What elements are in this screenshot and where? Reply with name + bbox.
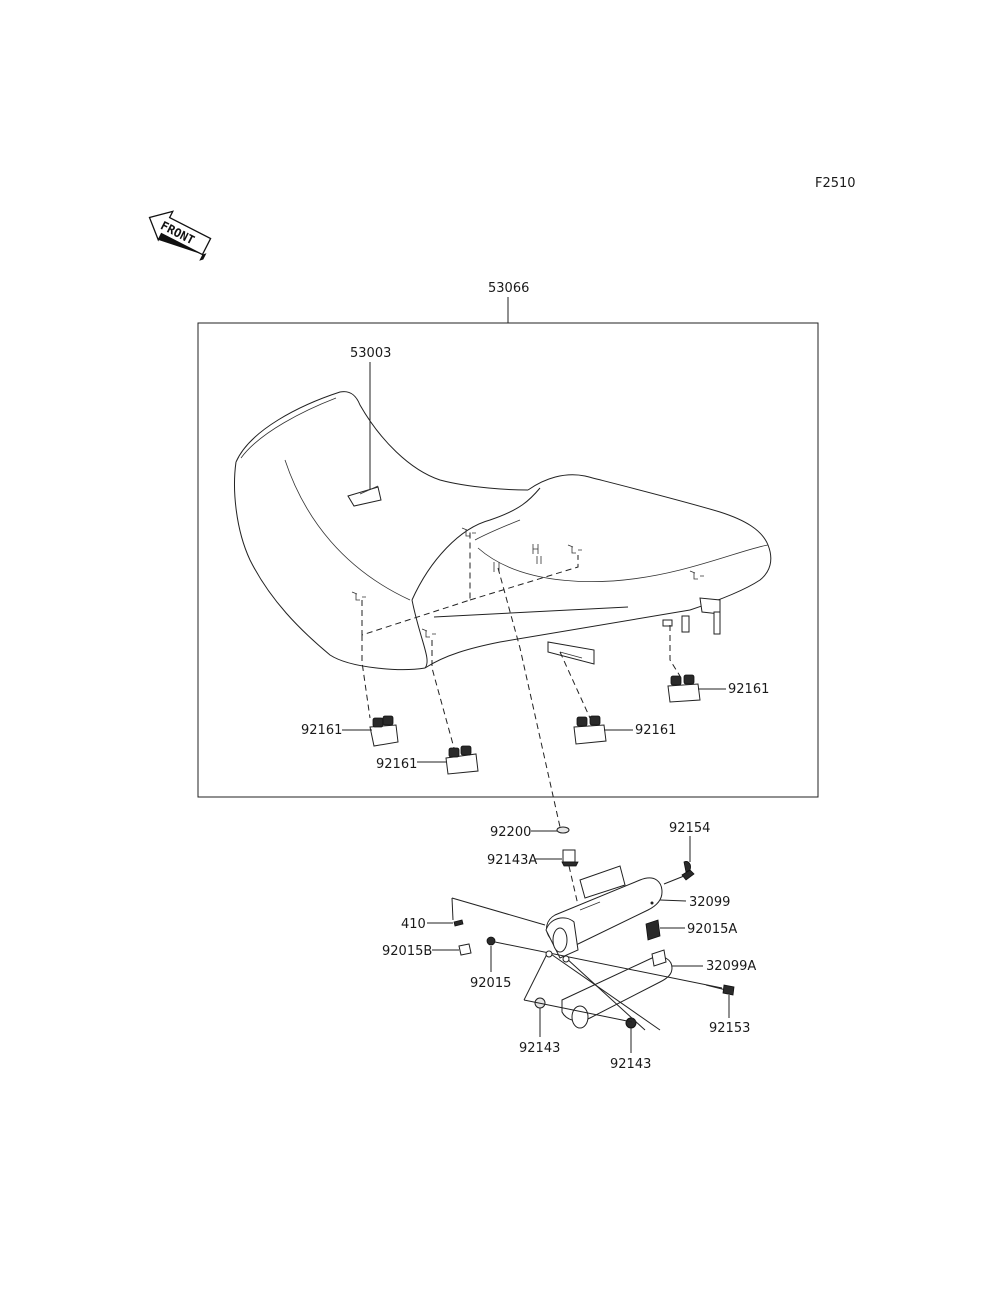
assembly-label: 53066: [488, 281, 529, 296]
label-92161-b: 92161: [376, 757, 417, 772]
seat-drawing: [234, 391, 772, 670]
label-92015A: 92015A: [687, 922, 737, 937]
label-53003: 53003: [350, 346, 391, 361]
rubber-damper-92161-c: [573, 715, 607, 745]
label-92143-a: 92143: [519, 1041, 560, 1056]
label-32099A: 32099A: [706, 959, 756, 974]
label-32099: 32099: [689, 895, 730, 910]
label-92161-d: 92161: [728, 682, 769, 697]
front-direction-arrow-icon: FRONT: [148, 210, 212, 261]
label-410: 410: [401, 917, 426, 932]
label-92200: 92200: [490, 825, 531, 840]
label-92015B: 92015B: [382, 944, 432, 959]
rubber-damper-92161-b: [445, 745, 479, 775]
label-92143A: 92143A: [487, 853, 537, 868]
label-92161-c: 92161: [635, 723, 676, 738]
rubber-damper-92161-a: [369, 715, 399, 747]
label-92015: 92015: [470, 976, 511, 991]
label-92161-a: 92161: [301, 723, 342, 738]
figure-code: F2510: [815, 176, 856, 191]
label-92143-b: 92143: [610, 1057, 651, 1072]
attachment-lines: [361, 530, 681, 828]
lower-hardware: [451, 826, 735, 1031]
assembly-frame: [197, 322, 819, 798]
label-92154: 92154: [669, 821, 710, 836]
rubber-damper-92161-d: [667, 674, 701, 703]
label-92153: 92153: [709, 1021, 750, 1036]
